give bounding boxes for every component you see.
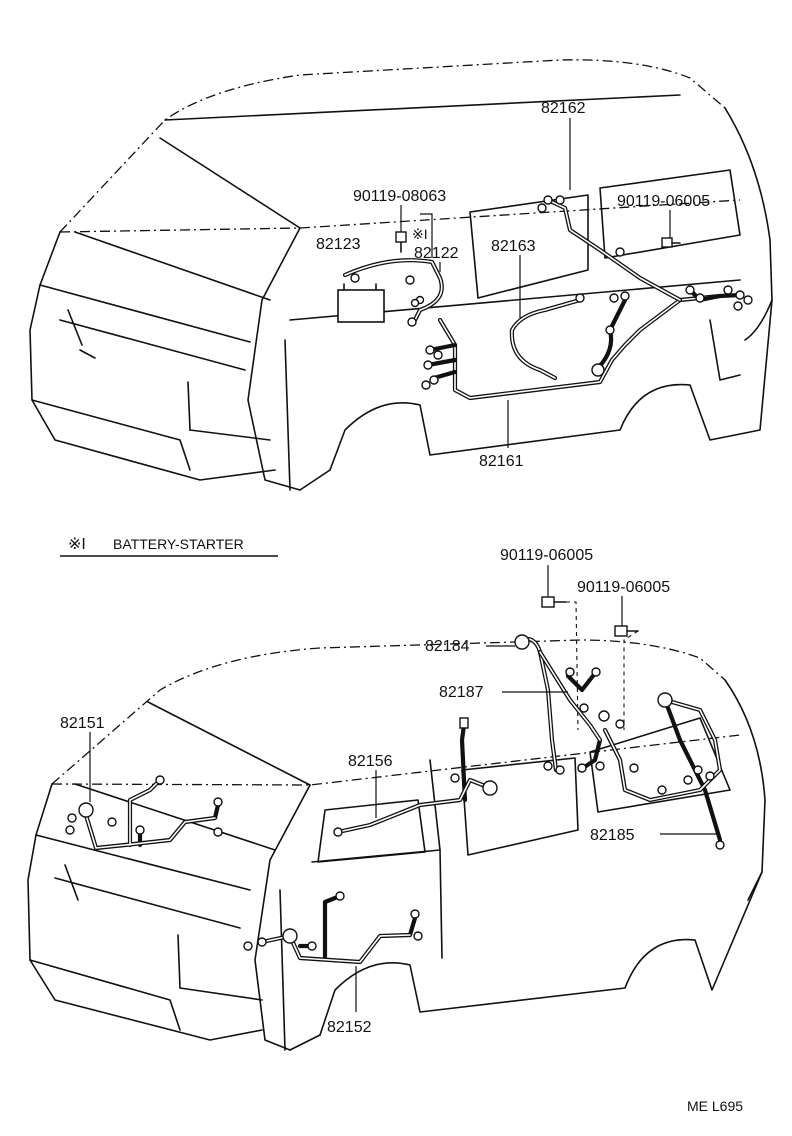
legend-text: BATTERY-STARTER <box>113 536 244 552</box>
label-90119-06005-a: 90119-06005 <box>500 547 593 564</box>
label-82152: 82152 <box>327 1019 372 1036</box>
bottom-part-labels: 90119-06005 90119-06005 82184 82187 8215… <box>60 547 670 1036</box>
label-82163: 82163 <box>491 238 536 255</box>
label-82122: 82122 <box>414 245 459 262</box>
top-vehicle-body <box>29 59 773 491</box>
label-90119-06005-b: 90119-06005 <box>577 579 670 596</box>
bolt-icon-90119-08063 <box>395 231 407 253</box>
legend: ※I BATTERY-STARTER <box>60 536 278 557</box>
label-90119-06005-top: 90119-06005 <box>617 193 710 210</box>
top-part-labels: 82162 90119-08063 90119-06005 82123 ※I 8… <box>316 100 710 470</box>
label-82161: 82161 <box>479 453 524 470</box>
bolt-icon-90119-06005-top <box>661 237 681 248</box>
legend-mark: ※I <box>68 536 86 553</box>
battery-icon <box>337 289 385 323</box>
drawing-code: ME L695 <box>687 1098 743 1114</box>
bottom-wiring-harness <box>65 565 725 1012</box>
label-82185: 82185 <box>590 827 635 844</box>
top-wiring-harness <box>337 118 753 448</box>
label-82156: 82156 <box>348 753 393 770</box>
label-82184: 82184 <box>425 638 470 655</box>
label-82162: 82162 <box>541 100 586 117</box>
label-82123: 82123 <box>316 236 361 253</box>
label-82187: 82187 <box>439 684 484 701</box>
bolt-icon-90119-06005-b <box>614 625 639 637</box>
bolt-icon-90119-06005-a <box>541 596 567 608</box>
label-82151: 82151 <box>60 715 105 732</box>
label-mark-1: ※I <box>412 226 428 242</box>
top-connectors <box>350 195 753 390</box>
label-90119-08063: 90119-08063 <box>353 188 446 205</box>
